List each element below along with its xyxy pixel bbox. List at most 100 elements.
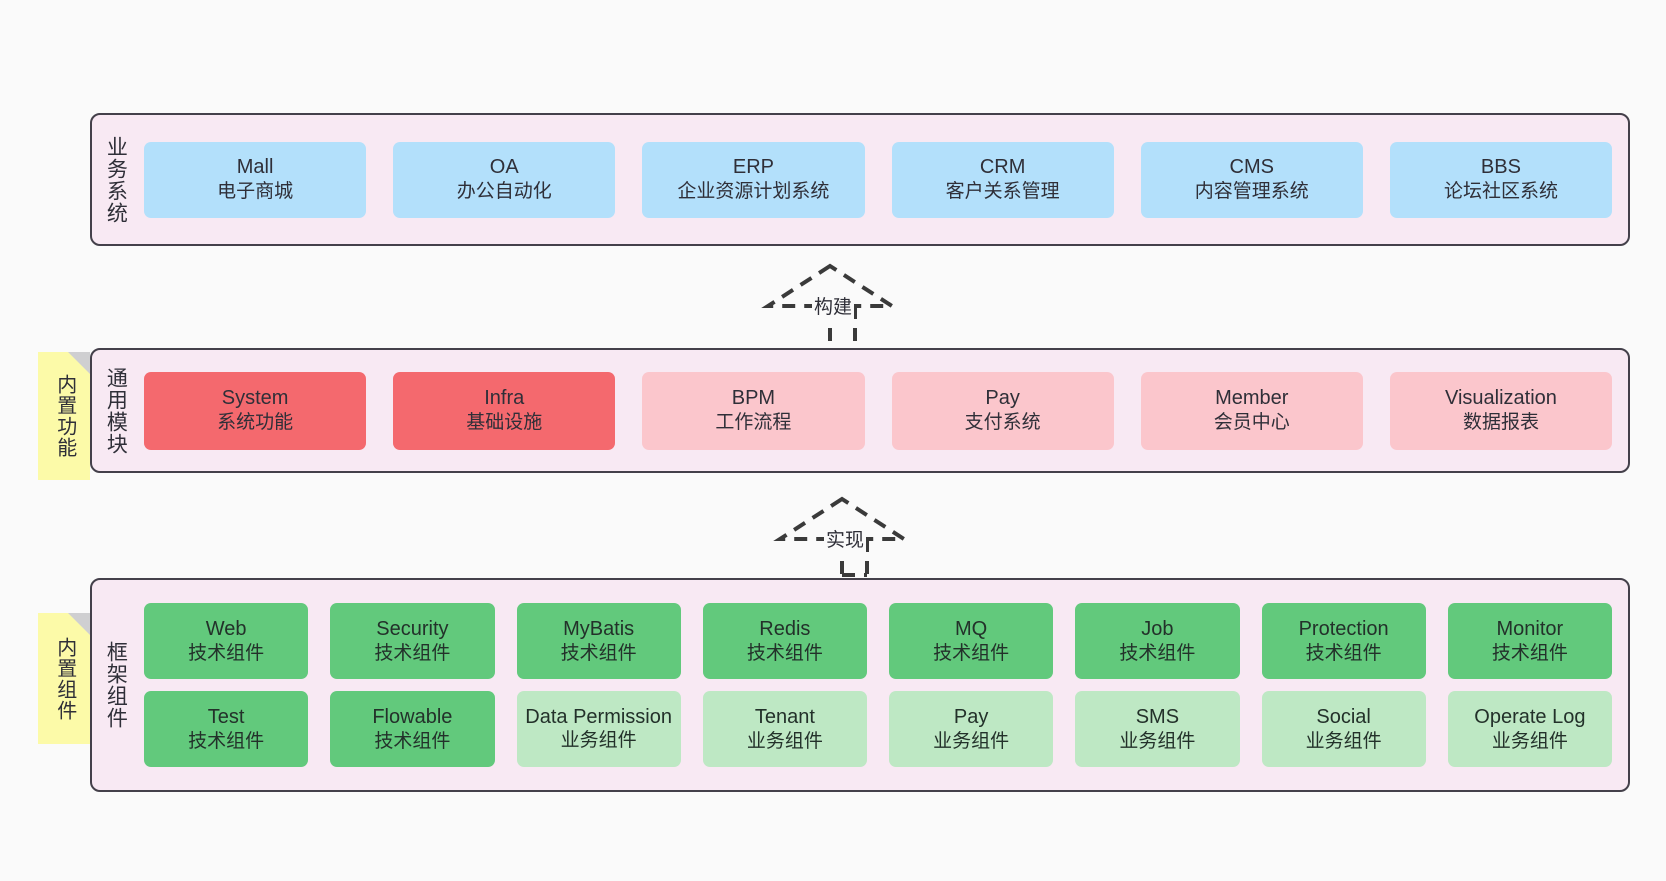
node-title: Operate Log (1474, 705, 1586, 728)
framework-tech-row: Web 技术组件 Security 技术组件 MyBatis 技术组件 Redi… (144, 603, 1612, 679)
node-crm[interactable]: CRM 客户关系管理 (891, 141, 1114, 218)
node-system[interactable]: System 系统功能 (144, 371, 367, 450)
node-visualization[interactable]: Visualization 数据报表 (1389, 371, 1613, 450)
band-body-common-modules: System 系统功能 Infra 基础设施 BPM 工作流程 Pay 支付系统… (138, 350, 1628, 471)
node-subtitle: 业务组件 (1491, 730, 1568, 752)
node-protection[interactable]: Protection 技术组件 (1261, 603, 1426, 679)
node-oa[interactable]: OA 办公自动化 (393, 141, 616, 218)
node-title: CMS (1229, 156, 1274, 179)
node-subtitle: 技术组件 (746, 642, 823, 664)
node-subtitle: 内容管理系统 (1194, 181, 1309, 203)
band-title-business-systems: 业务系统 (104, 135, 128, 224)
node-title: Mall (236, 156, 274, 179)
node-erp[interactable]: ERP 企业资源计划系统 (642, 141, 865, 218)
sticky-note-builtin-components: 内置组件 (38, 613, 90, 744)
node-subtitle: 客户关系管理 (945, 181, 1060, 203)
node-subtitle: 工作流程 (715, 412, 792, 434)
node-title: Infra (484, 387, 525, 410)
node-subtitle: 业务组件 (746, 730, 823, 752)
common-modules-row: System 系统功能 Infra 基础设施 BPM 工作流程 Pay 支付系统… (144, 371, 1613, 450)
node-title: Social (1316, 705, 1371, 728)
node-title: Test (207, 705, 245, 728)
connector-implement-label: 实现 (824, 525, 867, 552)
sticky-fold-icon (68, 352, 90, 374)
band-body-business-systems: Mall 电子商城 OA 办公自动化 ERP 企业资源计划系统 CRM 客户关系… (138, 115, 1628, 244)
node-title: MQ (955, 617, 988, 640)
framework-business-row: Test 技术组件 Flowable 技术组件 Data Permission … (144, 691, 1612, 767)
node-mq[interactable]: MQ 技术组件 (889, 603, 1054, 679)
node-title: Protection (1298, 617, 1389, 640)
node-title: BPM (731, 387, 776, 410)
sticky-note-builtin-features: 内置功能 (38, 352, 90, 480)
node-title: Visualization (1444, 387, 1557, 410)
node-subtitle: 数据报表 (1462, 412, 1539, 434)
sticky-fold-icon (68, 613, 90, 635)
node-web[interactable]: Web 技术组件 (144, 603, 309, 679)
node-title: Member (1215, 387, 1289, 410)
node-title: Monitor (1496, 617, 1564, 640)
node-title: Web (205, 617, 247, 640)
node-title: Tenant (754, 705, 815, 728)
node-data-permission[interactable]: Data Permission 业务组件 (516, 691, 681, 767)
node-title: OA (489, 156, 519, 179)
band-body-framework-components: Web 技术组件 Security 技术组件 MyBatis 技术组件 Redi… (138, 580, 1628, 790)
node-subtitle: 论坛社区系统 (1443, 181, 1558, 203)
node-mybatis[interactable]: MyBatis 技术组件 (516, 603, 681, 679)
node-operate-log[interactable]: Operate Log 业务组件 (1447, 691, 1612, 767)
band-title-framework-components: 框架组件 (104, 641, 128, 729)
node-security[interactable]: Security 技术组件 (330, 603, 495, 679)
node-sms[interactable]: SMS 业务组件 (1075, 691, 1240, 767)
node-subtitle: 业务组件 (560, 730, 637, 752)
node-title: SMS (1135, 705, 1180, 728)
node-pay-component[interactable]: Pay 业务组件 (889, 691, 1054, 767)
node-pay-module[interactable]: Pay 支付系统 (891, 371, 1114, 450)
node-title: Security (376, 617, 449, 640)
node-subtitle: 技术组件 (1119, 642, 1196, 664)
node-title: Redis (759, 617, 811, 640)
node-subtitle: 技术组件 (188, 642, 265, 664)
node-subtitle: 技术组件 (560, 642, 637, 664)
node-subtitle: 技术组件 (374, 730, 451, 752)
node-subtitle: 企业资源计划系统 (677, 181, 830, 203)
node-flowable[interactable]: Flowable 技术组件 (330, 691, 495, 767)
node-subtitle: 技术组件 (1305, 642, 1382, 664)
node-title: Data Permission (525, 706, 672, 729)
node-title: Pay (985, 387, 1020, 410)
connector-build: 构建 (760, 262, 900, 352)
node-subtitle: 技术组件 (188, 730, 265, 752)
node-subtitle: 系统功能 (217, 412, 294, 434)
node-monitor[interactable]: Monitor 技术组件 (1447, 603, 1612, 679)
node-subtitle: 业务组件 (933, 730, 1010, 752)
node-member[interactable]: Member 会员中心 (1140, 371, 1363, 450)
node-redis[interactable]: Redis 技术组件 (702, 603, 867, 679)
node-title: CRM (979, 156, 1026, 179)
node-social[interactable]: Social 业务组件 (1261, 691, 1426, 767)
business-systems-row: Mall 电子商城 OA 办公自动化 ERP 企业资源计划系统 CRM 客户关系… (144, 141, 1613, 218)
node-bpm[interactable]: BPM 工作流程 (642, 371, 865, 450)
node-infra[interactable]: Infra 基础设施 (393, 371, 616, 450)
node-subtitle: 技术组件 (933, 642, 1010, 664)
node-subtitle: 业务组件 (1305, 730, 1382, 752)
node-job[interactable]: Job 技术组件 (1075, 603, 1240, 679)
node-tenant[interactable]: Tenant 业务组件 (702, 691, 867, 767)
node-subtitle: 技术组件 (1491, 642, 1568, 664)
node-title: Job (1141, 617, 1174, 640)
band-business-systems: 业务系统 Mall 电子商城 OA 办公自动化 ERP 企业资源计划系统 CRM (90, 113, 1630, 246)
sticky-note-label: 内置组件 (53, 636, 76, 721)
node-bbs[interactable]: BBS 论坛社区系统 (1389, 141, 1613, 218)
node-cms[interactable]: CMS 内容管理系统 (1140, 141, 1363, 218)
node-title: BBS (1480, 156, 1521, 179)
band-common-modules: 通用模块 System 系统功能 Infra 基础设施 BPM 工作流程 Pay (90, 348, 1630, 473)
node-subtitle: 支付系统 (964, 412, 1041, 434)
node-subtitle: 会员中心 (1213, 412, 1290, 434)
node-title: System (221, 387, 289, 410)
node-test[interactable]: Test 技术组件 (144, 691, 309, 767)
node-subtitle: 基础设施 (466, 412, 543, 434)
node-subtitle: 技术组件 (374, 642, 451, 664)
node-title: MyBatis (563, 617, 635, 640)
node-subtitle: 办公自动化 (456, 181, 552, 203)
node-subtitle: 业务组件 (1119, 730, 1196, 752)
band-framework-components: 框架组件 Web 技术组件 Security 技术组件 MyBatis 技术组件… (90, 578, 1630, 792)
node-mall[interactable]: Mall 电子商城 (144, 141, 367, 218)
